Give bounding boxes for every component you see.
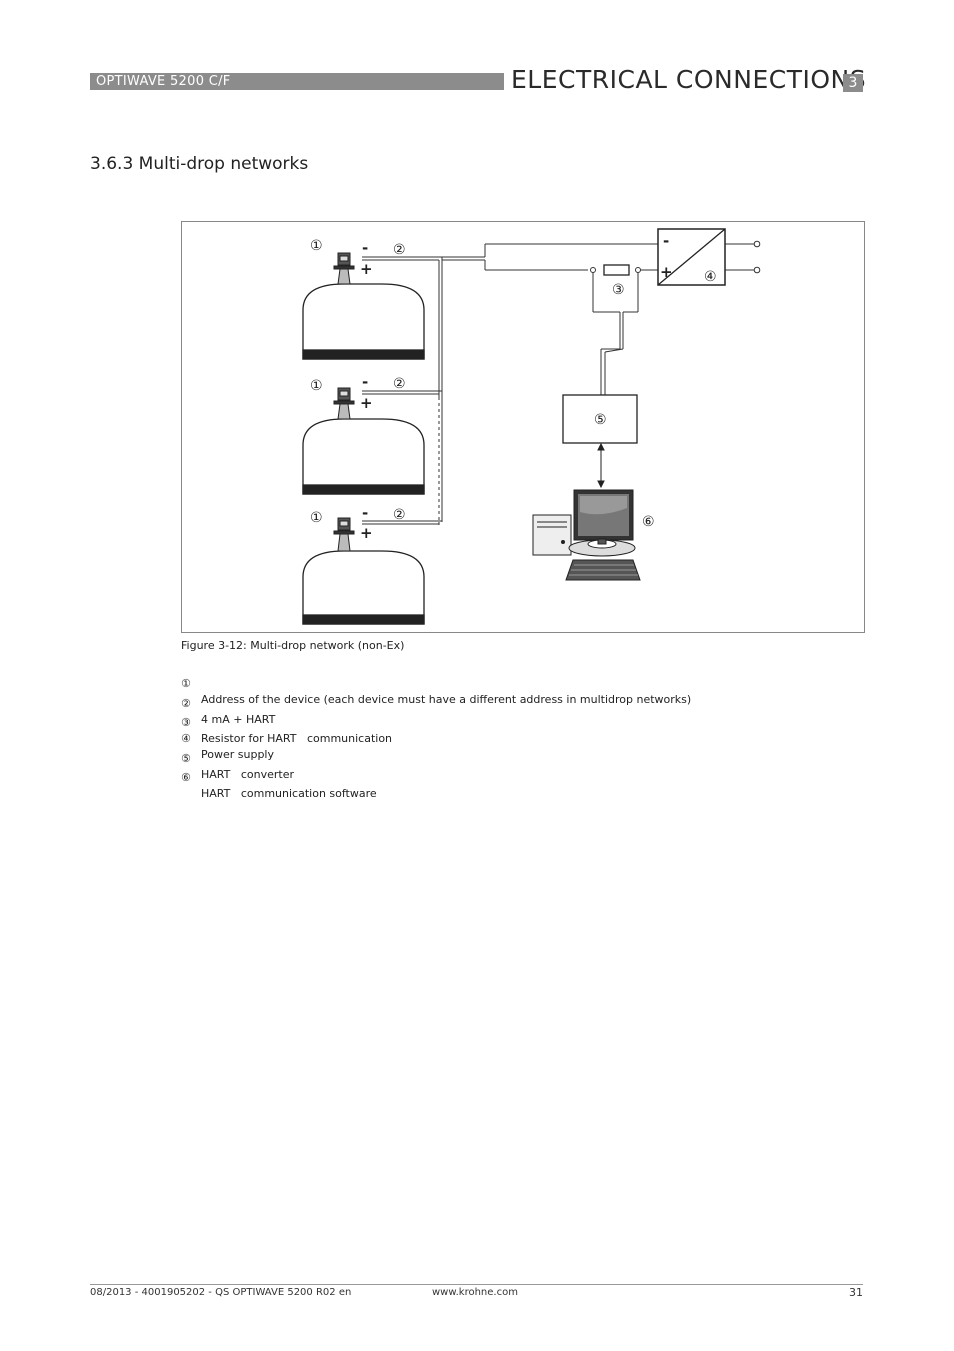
legend-item-1: ① Address of the device (each device mus… [181, 660, 691, 708]
resistor-symbol [603, 264, 630, 276]
legend-number: ④ [181, 732, 191, 745]
polarity-plus-power-supply: + [660, 263, 673, 281]
power-supply-symbol [657, 228, 726, 286]
legend-number: ① [181, 677, 191, 690]
computer-icon [532, 489, 641, 581]
legend-item-5: ⑤ HART converter [181, 735, 294, 783]
footer-website: www.krohne.com [432, 1287, 518, 1298]
polarity-minus-device3: - [362, 504, 368, 522]
legend-text: HART converter [201, 768, 295, 781]
product-name: OPTIWAVE 5200 C/F [96, 74, 231, 89]
callout-5-converter: ⑤ [594, 412, 607, 428]
callout-4-power-supply: ④ [704, 269, 717, 285]
footer-rule [90, 1284, 863, 1285]
polarity-plus-device1: + [360, 260, 373, 278]
callout-1-device1: ① [310, 238, 323, 254]
callout-2-device2: ② [393, 376, 406, 392]
bus-wiring [362, 243, 757, 525]
polarity-plus-device2: + [360, 394, 373, 412]
hart-converter-box [562, 394, 638, 444]
legend-item-2: ② 4 mA + HART [181, 680, 275, 728]
legend-item-4: ④ Power supply [181, 715, 274, 763]
header-bar [90, 73, 504, 90]
legend-text: 4 mA + HART [201, 713, 276, 726]
legend-number: ③ [181, 716, 191, 729]
junction-dots [590, 240, 761, 274]
legend-text: Resistor for HART communication [201, 732, 393, 745]
legend-text: Power supply [201, 748, 274, 761]
device-1 [333, 252, 355, 285]
data-link-arrow [597, 442, 605, 489]
figure-caption: Figure 3-12: Multi-drop network (non-Ex) [181, 639, 405, 652]
polarity-plus-device3: + [360, 524, 373, 542]
device-3 [333, 517, 355, 552]
polarity-minus-device1: - [362, 239, 368, 257]
section-title: 3.6.3 Multi-drop networks [90, 154, 309, 174]
chapter-title: ELECTRICAL CONNECTIONS [511, 65, 867, 94]
polarity-minus-device2: - [362, 373, 368, 391]
multidrop-network-diagram: ① ② ① ② ① ② ③ ④ ⑤ ⑥ - + - + - + - + [302, 228, 761, 625]
callout-1-device3: ① [310, 510, 323, 526]
footer-doc-ref: 08/2013 - 4001905202 - QS OPTIWAVE 5200 … [90, 1287, 352, 1298]
callout-2-device3: ② [393, 507, 406, 523]
device-2 [333, 387, 355, 420]
chapter-number: 3 [843, 74, 863, 92]
legend-item-3: ③ Resistor for HART communication [181, 699, 392, 747]
legend-number: ⑤ [181, 752, 191, 765]
legend-text: Address of the device (each device must … [201, 693, 692, 706]
legend-number: ⑥ [181, 771, 191, 784]
tank-3 [302, 550, 425, 625]
tank-1 [302, 283, 425, 360]
legend-item-6: ⑥ HART communication software [181, 754, 377, 802]
callout-6-software: ⑥ [642, 514, 655, 530]
legend-text: HART communication software [201, 787, 377, 800]
figure-frame: ① ② ① ② ① ② ③ ④ ⑤ ⑥ - + - + - + - + [181, 221, 865, 633]
callout-1-device2: ① [310, 378, 323, 394]
page-number: 31 [849, 1286, 863, 1299]
polarity-minus-power-supply: - [663, 232, 669, 250]
callout-3-resistor: ③ [612, 282, 625, 298]
legend-number: ② [181, 697, 191, 710]
tank-2 [302, 418, 425, 495]
callout-2-device1: ② [393, 242, 406, 258]
